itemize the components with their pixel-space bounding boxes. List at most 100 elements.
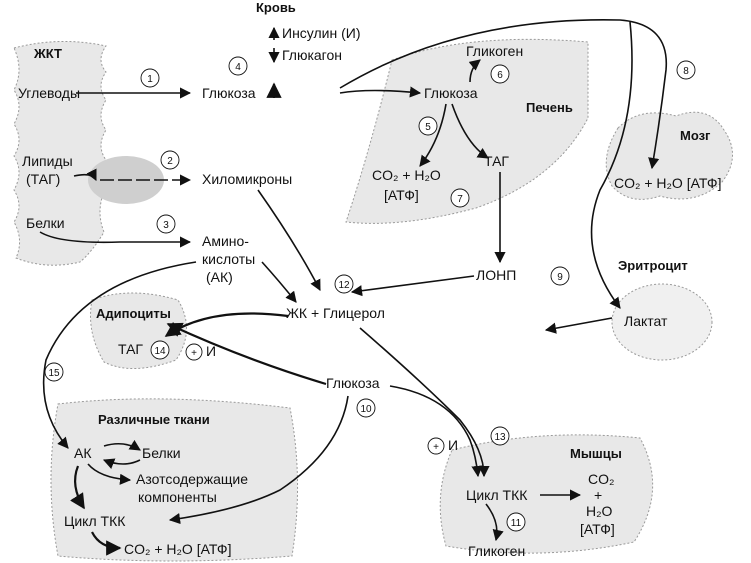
muscle-co2-line3: H₂O: [586, 503, 613, 519]
erythrocyte-region: [611, 283, 713, 361]
arrow-glucose-to-adipo: [166, 322, 327, 386]
liver-tag-node: ТАГ: [484, 153, 509, 169]
brain-co2-node: CO₂ + H₂O [АТФ]: [614, 175, 721, 191]
adipo-tag-node: ТАГ: [118, 341, 143, 357]
insulin-plus-badge-2: +: [427, 437, 445, 455]
muscles-label: Мышцы: [570, 446, 622, 461]
arrow-chylo-to-fa: [257, 189, 321, 291]
mid-glucose-node: Глюкоза: [326, 375, 380, 391]
arrow-glucose-to-erythrocyte: [590, 21, 633, 309]
step-marker-4: 4: [228, 56, 248, 76]
adipocyte-region: [90, 292, 187, 370]
step-marker-7: 7: [450, 188, 470, 208]
svg-text:3: 3: [163, 220, 169, 231]
muscle-co2-line1: CO₂: [588, 471, 614, 487]
lactate-node: Лактат: [624, 313, 668, 329]
brain-region: [605, 111, 733, 200]
arrow-liver-glucose-to-tag: [451, 103, 489, 159]
svg-text:4: 4: [235, 62, 241, 73]
muscle-co2-line2: +: [594, 487, 602, 503]
gut-label: ЖКТ: [33, 46, 62, 61]
insulin-label-1: И: [206, 343, 216, 359]
chylomicrons-node: Хиломикроны: [202, 171, 292, 187]
arrow-aa-to-tissue: [42, 261, 197, 449]
arrow-tca-to-co2-tissue: [91, 531, 122, 556]
muscle-region: [439, 434, 654, 554]
erythrocyte-label: Эритроцит: [618, 258, 688, 273]
tissues-label: Различные ткани: [98, 412, 210, 427]
insulin-node: Инсулин (И): [282, 25, 360, 41]
svg-text:15: 15: [48, 368, 60, 379]
arrow-glucose-to-glycogen: [468, 59, 481, 83]
arrow-liver-glucose-to-co2: [419, 103, 447, 167]
svg-text:6: 6: [497, 70, 503, 81]
tissue-ak-node: АК: [74, 445, 92, 461]
svg-text:5: 5: [425, 122, 431, 133]
step-marker-11: 11: [506, 512, 526, 532]
muscle-glycogen-node: Гликоген: [468, 543, 525, 559]
svg-text:12: 12: [338, 280, 350, 291]
step-marker-14: 14: [150, 340, 170, 360]
arrow-lipids-to-chylomicrons: [73, 168, 97, 182]
svg-text:13: 13: [494, 432, 506, 443]
svg-text:+: +: [191, 348, 197, 359]
svg-text:7: 7: [457, 194, 463, 205]
svg-text:8: 8: [683, 66, 689, 77]
svg-text:9: 9: [557, 272, 563, 283]
step-marker-13: 13: [490, 426, 510, 446]
lonp-node: ЛОНП: [476, 267, 516, 283]
nitro-line1: Азотсодержащие: [136, 471, 248, 487]
step-marker-10: 10: [356, 398, 376, 418]
insulin-plus-badge-1: +: [185, 343, 203, 361]
step-marker-3: 3: [156, 214, 176, 234]
adipocytes-label: Адипоциты: [96, 306, 171, 321]
svg-text:+: +: [433, 442, 439, 453]
glucagon-node: Глюкагон: [282, 47, 342, 63]
arrow-ak-to-tca: [70, 465, 85, 510]
svg-text:14: 14: [154, 346, 166, 357]
svg-text:1: 1: [147, 74, 153, 85]
amino-acids-line1: Амино-: [202, 233, 249, 249]
arrow-glucose-to-muscle: [389, 385, 483, 478]
arrow-lonp-to-fa: [350, 275, 475, 297]
blood-label: Кровь: [256, 0, 296, 15]
arrow-glucose-to-liver: [339, 86, 422, 98]
amino-acids-line3: (АК): [206, 269, 233, 285]
svg-text:2: 2: [167, 156, 173, 167]
step-marker-8: 8: [676, 60, 696, 80]
step-marker-6: 6: [490, 64, 510, 84]
insulin-label-2: И: [448, 437, 458, 453]
liver-glycogen-node: Гликоген: [466, 43, 523, 59]
tissue-tca-node: Цикл ТКК: [64, 513, 126, 529]
step-marker-9: 9: [550, 266, 570, 286]
step-marker-5: 5: [418, 116, 438, 136]
tissues-region: [50, 398, 299, 562]
svg-text:10: 10: [360, 404, 372, 415]
brain-label: Мозг: [680, 128, 711, 143]
lipids-node-line2: (ТАГ): [26, 171, 60, 187]
liver-label: Печень: [526, 100, 573, 115]
arrow-proteins-to-aa: [39, 231, 192, 248]
fa-glycerol-node: ЖК + Глицерол: [286, 305, 385, 321]
muscle-co2-line4: [АТФ]: [580, 521, 615, 537]
gut-region: [13, 41, 107, 266]
lipids-node-line1: Липиды: [22, 153, 73, 169]
svg-text:11: 11: [511, 518, 522, 529]
step-marker-15: 15: [44, 362, 64, 382]
step-marker-12: 12: [334, 274, 354, 294]
nitro-line2: компоненты: [138, 489, 217, 505]
step-marker-2: 2: [160, 150, 180, 170]
carbs-node: Углеводы: [18, 85, 80, 101]
tissue-co2-node: CO₂ + H₂O [АТФ]: [124, 541, 231, 557]
arrow-lactate-out: [544, 317, 613, 334]
step-marker-1: 1: [140, 68, 160, 88]
arrow-ak-to-nitro: [87, 463, 132, 485]
arrow-glucose-to-brain: [339, 18, 668, 170]
blood-glucose-node: Глюкоза: [202, 85, 256, 101]
arrow-fa-to-muscle: [359, 327, 490, 478]
liver-glucose-node: Глюкоза: [424, 85, 478, 101]
muscle-tca-node: Цикл ТКК: [466, 487, 528, 503]
arrow-glucose-to-tca: [168, 395, 349, 525]
liver-co2-line2: [АТФ]: [384, 187, 419, 203]
